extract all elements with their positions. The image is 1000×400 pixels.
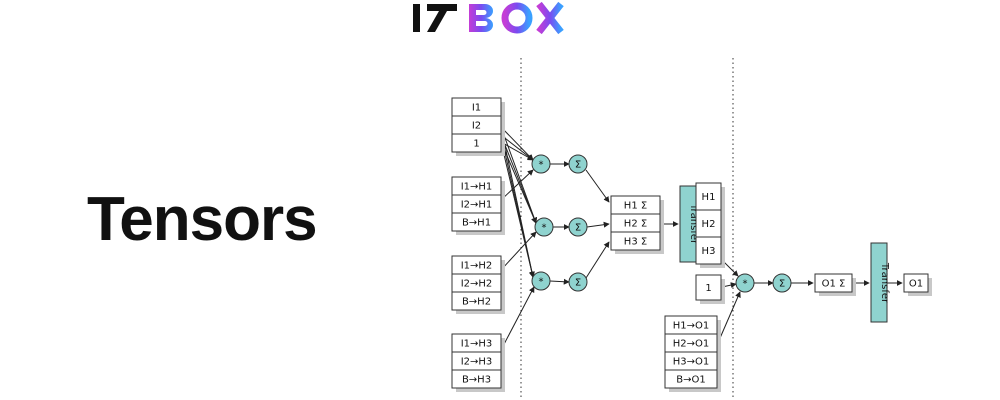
connection-arrow [585,241,610,279]
sum-node-1: Σ [568,154,588,174]
tensor-cell: I1→H1 [461,182,493,193]
tensor-cell: H2 Σ [624,219,647,230]
connection-arrow [585,169,610,203]
connection-arrow [549,278,570,285]
multiply-node-3: * [531,271,551,291]
op-symbol: Σ [575,278,581,289]
connection-arrows [500,126,903,351]
tensor-cell: B→H2 [462,297,491,308]
connection-arrow [500,169,534,201]
connection-arrow [500,231,537,271]
op-symbol: Σ [575,223,581,234]
sum-node-out: Σ [772,273,792,293]
multiply-node-out: * [735,273,755,293]
output-box: O1 [903,273,932,296]
tensor-cell: O1 Σ [822,279,846,290]
sum-node-2: Σ [568,217,588,237]
op-symbol: * [743,279,748,290]
itbox-logo [413,1,564,35]
tensor-cell: H1 Σ [624,201,647,212]
tensor-cell: I1→H3 [461,339,493,350]
transfer-label: Transfer [688,203,699,245]
op-symbol: Σ [575,160,581,171]
output-sum-box: O1 Σ [814,273,856,296]
connection-arrow [586,221,610,228]
page-title: Tensors [87,185,318,254]
connection-arrow [500,286,535,351]
tensor-cell: O1 [909,279,923,290]
bias-box: 1 [695,274,725,304]
tensor-cell: H1 [702,192,716,203]
tensor-cell: I2→H1 [461,200,493,211]
multiply-node-2: * [534,217,554,237]
tensor-boxes: I1I21I1→H1I2→H1B→H1I1→H2I2→H2B→H2I1→H3I2… [451,97,932,392]
tensor-cell: I1→H2 [461,261,493,272]
connection-arrow [500,141,534,161]
tensor-cell: H3 Σ [624,237,647,248]
sum-node-3: Σ [568,272,588,292]
tensor-cell: B→O1 [676,375,705,386]
transfer-node-output: Transfer [870,242,890,323]
op-symbol: * [539,277,544,288]
tensor-cell: B→H1 [462,218,491,229]
tensor-cell: I2→H2 [461,279,493,290]
op-symbol: * [539,160,544,171]
tensor-cell: H3→O1 [673,357,710,368]
op-symbol: * [542,223,547,234]
multiply-node-1: * [531,154,551,174]
hidden-sum-stack: H1 Σ H2 Σ H3 Σ [610,195,664,254]
tensor-cell: H2→O1 [673,339,710,350]
tensor-cell: H3 [702,246,716,257]
tensor-cell: I2 [472,121,481,132]
transfer-label: Transfer [879,262,890,304]
tensor-cell: B→H3 [462,375,491,386]
tensor-cell: 1 [705,283,711,294]
operation-nodes: * Σ * Σ * Σ * Σ [531,154,792,293]
tensor-cell: I1 [472,103,481,114]
tensor-cell: 1 [473,139,479,150]
op-symbol: Σ [779,279,785,290]
tensor-cell: H1→O1 [673,321,710,332]
tensor-cell: I2→H3 [461,357,493,368]
connection-arrow [500,141,537,224]
layer-dividers [520,58,734,400]
tensor-cell: H2 [702,219,716,230]
connection-arrow [500,141,535,278]
